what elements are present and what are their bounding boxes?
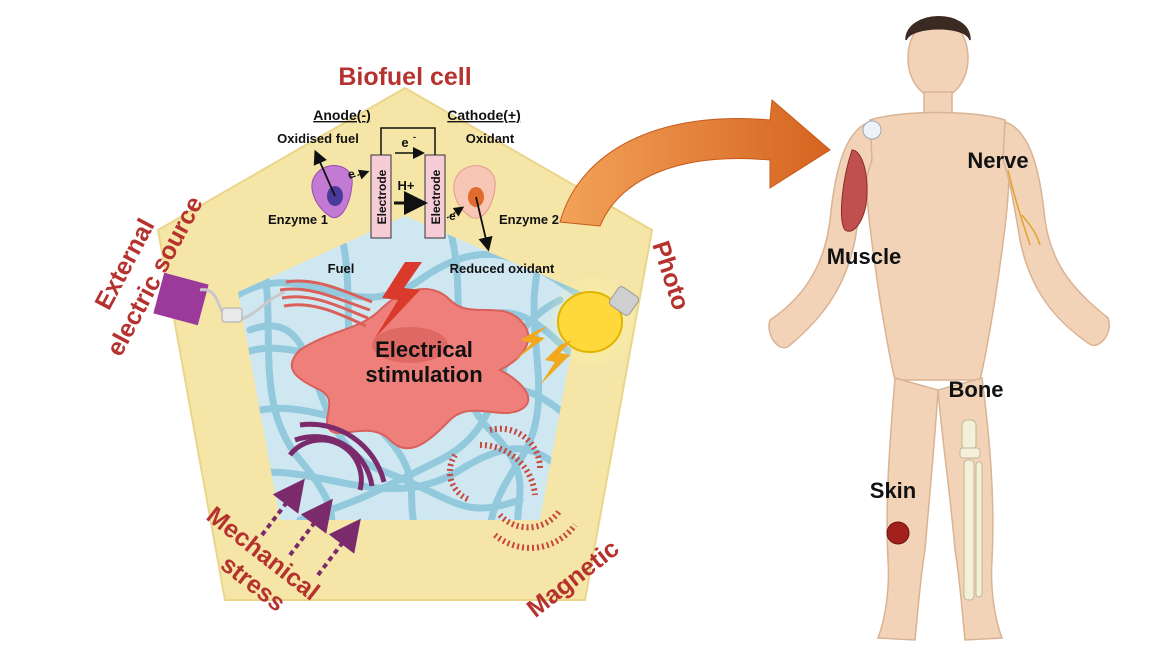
oxidised-fuel-label: Oxidised fuel bbox=[277, 131, 359, 146]
magnet-field-icon bbox=[446, 425, 578, 551]
muscle-fiber-icon bbox=[279, 279, 373, 328]
battery-icon bbox=[153, 272, 286, 326]
electrode-left-label: Electrode bbox=[375, 169, 389, 224]
anode-label: Anode(-) bbox=[313, 107, 371, 123]
proton-label: H+ bbox=[398, 178, 415, 193]
label-skin: Skin bbox=[870, 478, 916, 503]
biofuel-cell-schematic: Anode(-) Cathode(+) Oxidised fuel Oxidan… bbox=[268, 107, 559, 276]
cell-icon bbox=[290, 288, 530, 450]
electron-left-label: e bbox=[348, 167, 355, 181]
enzyme1-label: Enzyme 1 bbox=[268, 212, 328, 227]
wave-icon bbox=[288, 421, 387, 491]
electrode-right-label: Electrode bbox=[429, 169, 443, 224]
nerve-highlight bbox=[1007, 169, 1041, 246]
lightning-icon bbox=[375, 262, 422, 338]
light-bulb-icon bbox=[515, 274, 640, 385]
label-nerve: Nerve bbox=[967, 148, 1028, 173]
muscle-highlight bbox=[841, 149, 868, 232]
human-body-icon bbox=[768, 16, 1111, 641]
skin-wound bbox=[886, 521, 910, 545]
center-label-line2: stimulation bbox=[365, 362, 482, 387]
label-photo: Photo bbox=[646, 238, 695, 314]
mechanical-arrows bbox=[260, 478, 361, 577]
oxidant-label: Oxidant bbox=[466, 131, 515, 146]
label-biofuel-cell: Biofuel cell bbox=[338, 63, 471, 91]
arrow-icon bbox=[559, 98, 831, 227]
label-muscle: Muscle bbox=[827, 244, 902, 269]
electron-top-sup: - bbox=[413, 132, 416, 142]
electron-top-label: e bbox=[401, 135, 408, 150]
enzyme2-label: Enzyme 2 bbox=[499, 212, 559, 227]
bone-highlight bbox=[959, 419, 983, 601]
label-bone: Bone bbox=[949, 377, 1004, 402]
center-label-line1: Electrical bbox=[375, 337, 473, 362]
electron-right-label: e bbox=[449, 209, 456, 223]
cell-nucleus bbox=[372, 327, 448, 363]
cathode-label: Cathode(+) bbox=[447, 107, 521, 123]
fuel-label: Fuel bbox=[328, 261, 355, 276]
reduced-oxidant-label: Reduced oxidant bbox=[450, 261, 555, 276]
shoulder-joint bbox=[862, 120, 882, 140]
